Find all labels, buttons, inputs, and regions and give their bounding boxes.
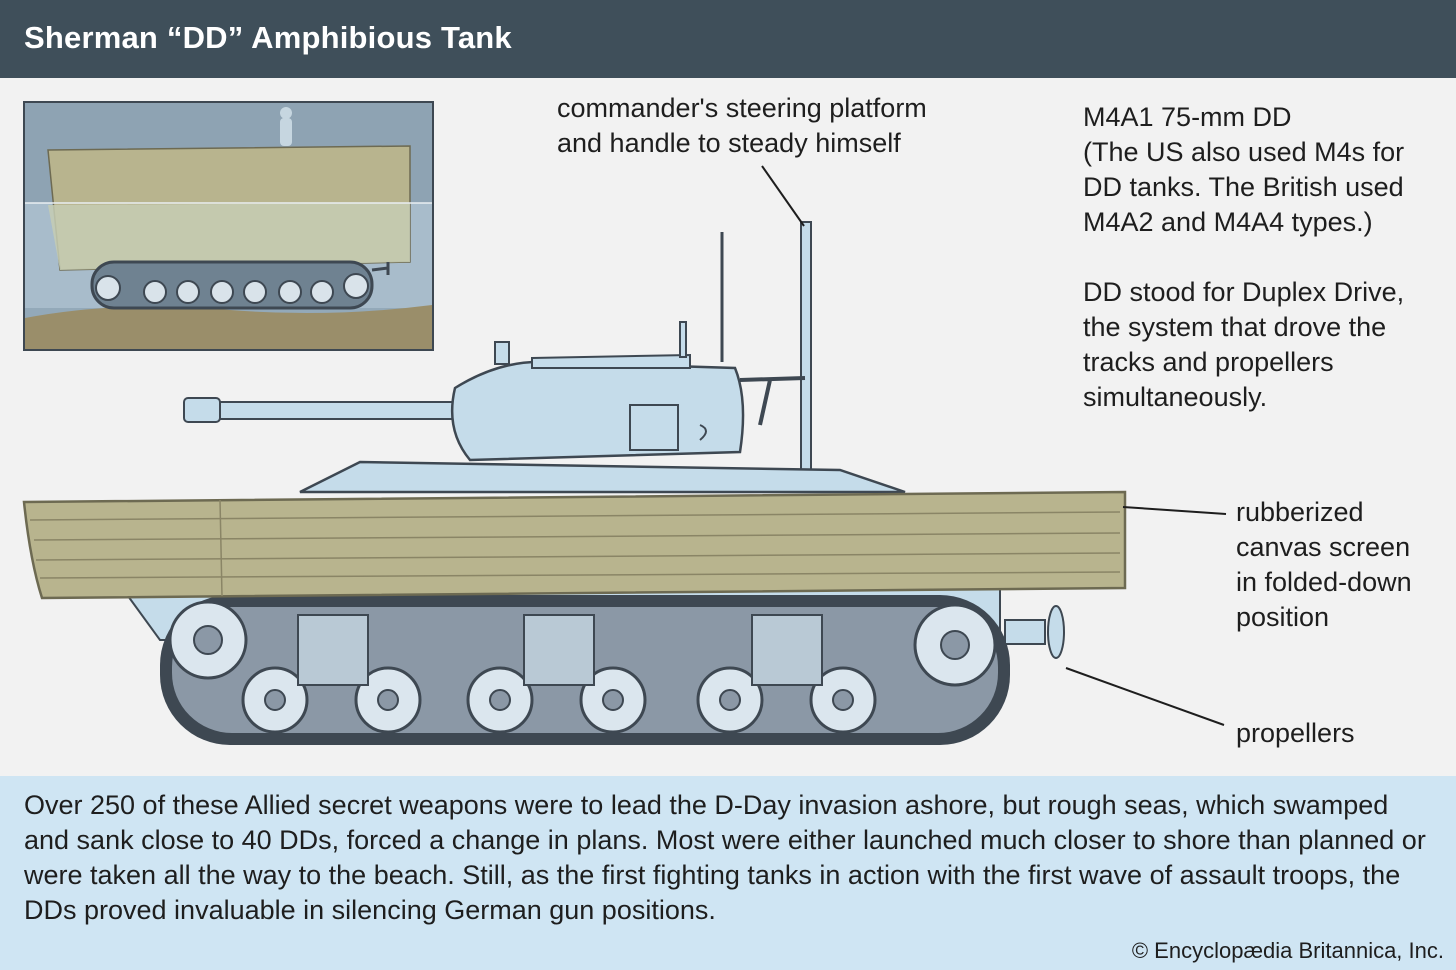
tank-illustration xyxy=(22,101,1227,745)
caption-text: Over 250 of these Allied secret weapons … xyxy=(24,790,1426,925)
label-propellers: propellers xyxy=(1236,718,1355,748)
leader-lines xyxy=(761,165,1227,726)
label-steering-platform: commander's steering platform and handle… xyxy=(557,93,927,158)
label-dd-note: DD stood for Duplex Drive, the system th… xyxy=(1083,277,1405,412)
title-bar: Sherman “DD” Amphibious Tank xyxy=(0,0,1456,78)
page-title: Sherman “DD” Amphibious Tank xyxy=(24,20,512,55)
main-tank xyxy=(22,221,1127,745)
label-canvas-screen: rubberized canvas screen in folded-down … xyxy=(1236,497,1412,632)
caption-panel: Over 250 of these Allied secret weapons … xyxy=(0,776,1456,970)
label-model-note: M4A1 75-mm DD (The US also used M4s for … xyxy=(1083,102,1405,237)
copyright-notice: © Encyclopædia Britannica, Inc. xyxy=(1131,938,1444,963)
inset-floating-tank xyxy=(23,101,434,351)
